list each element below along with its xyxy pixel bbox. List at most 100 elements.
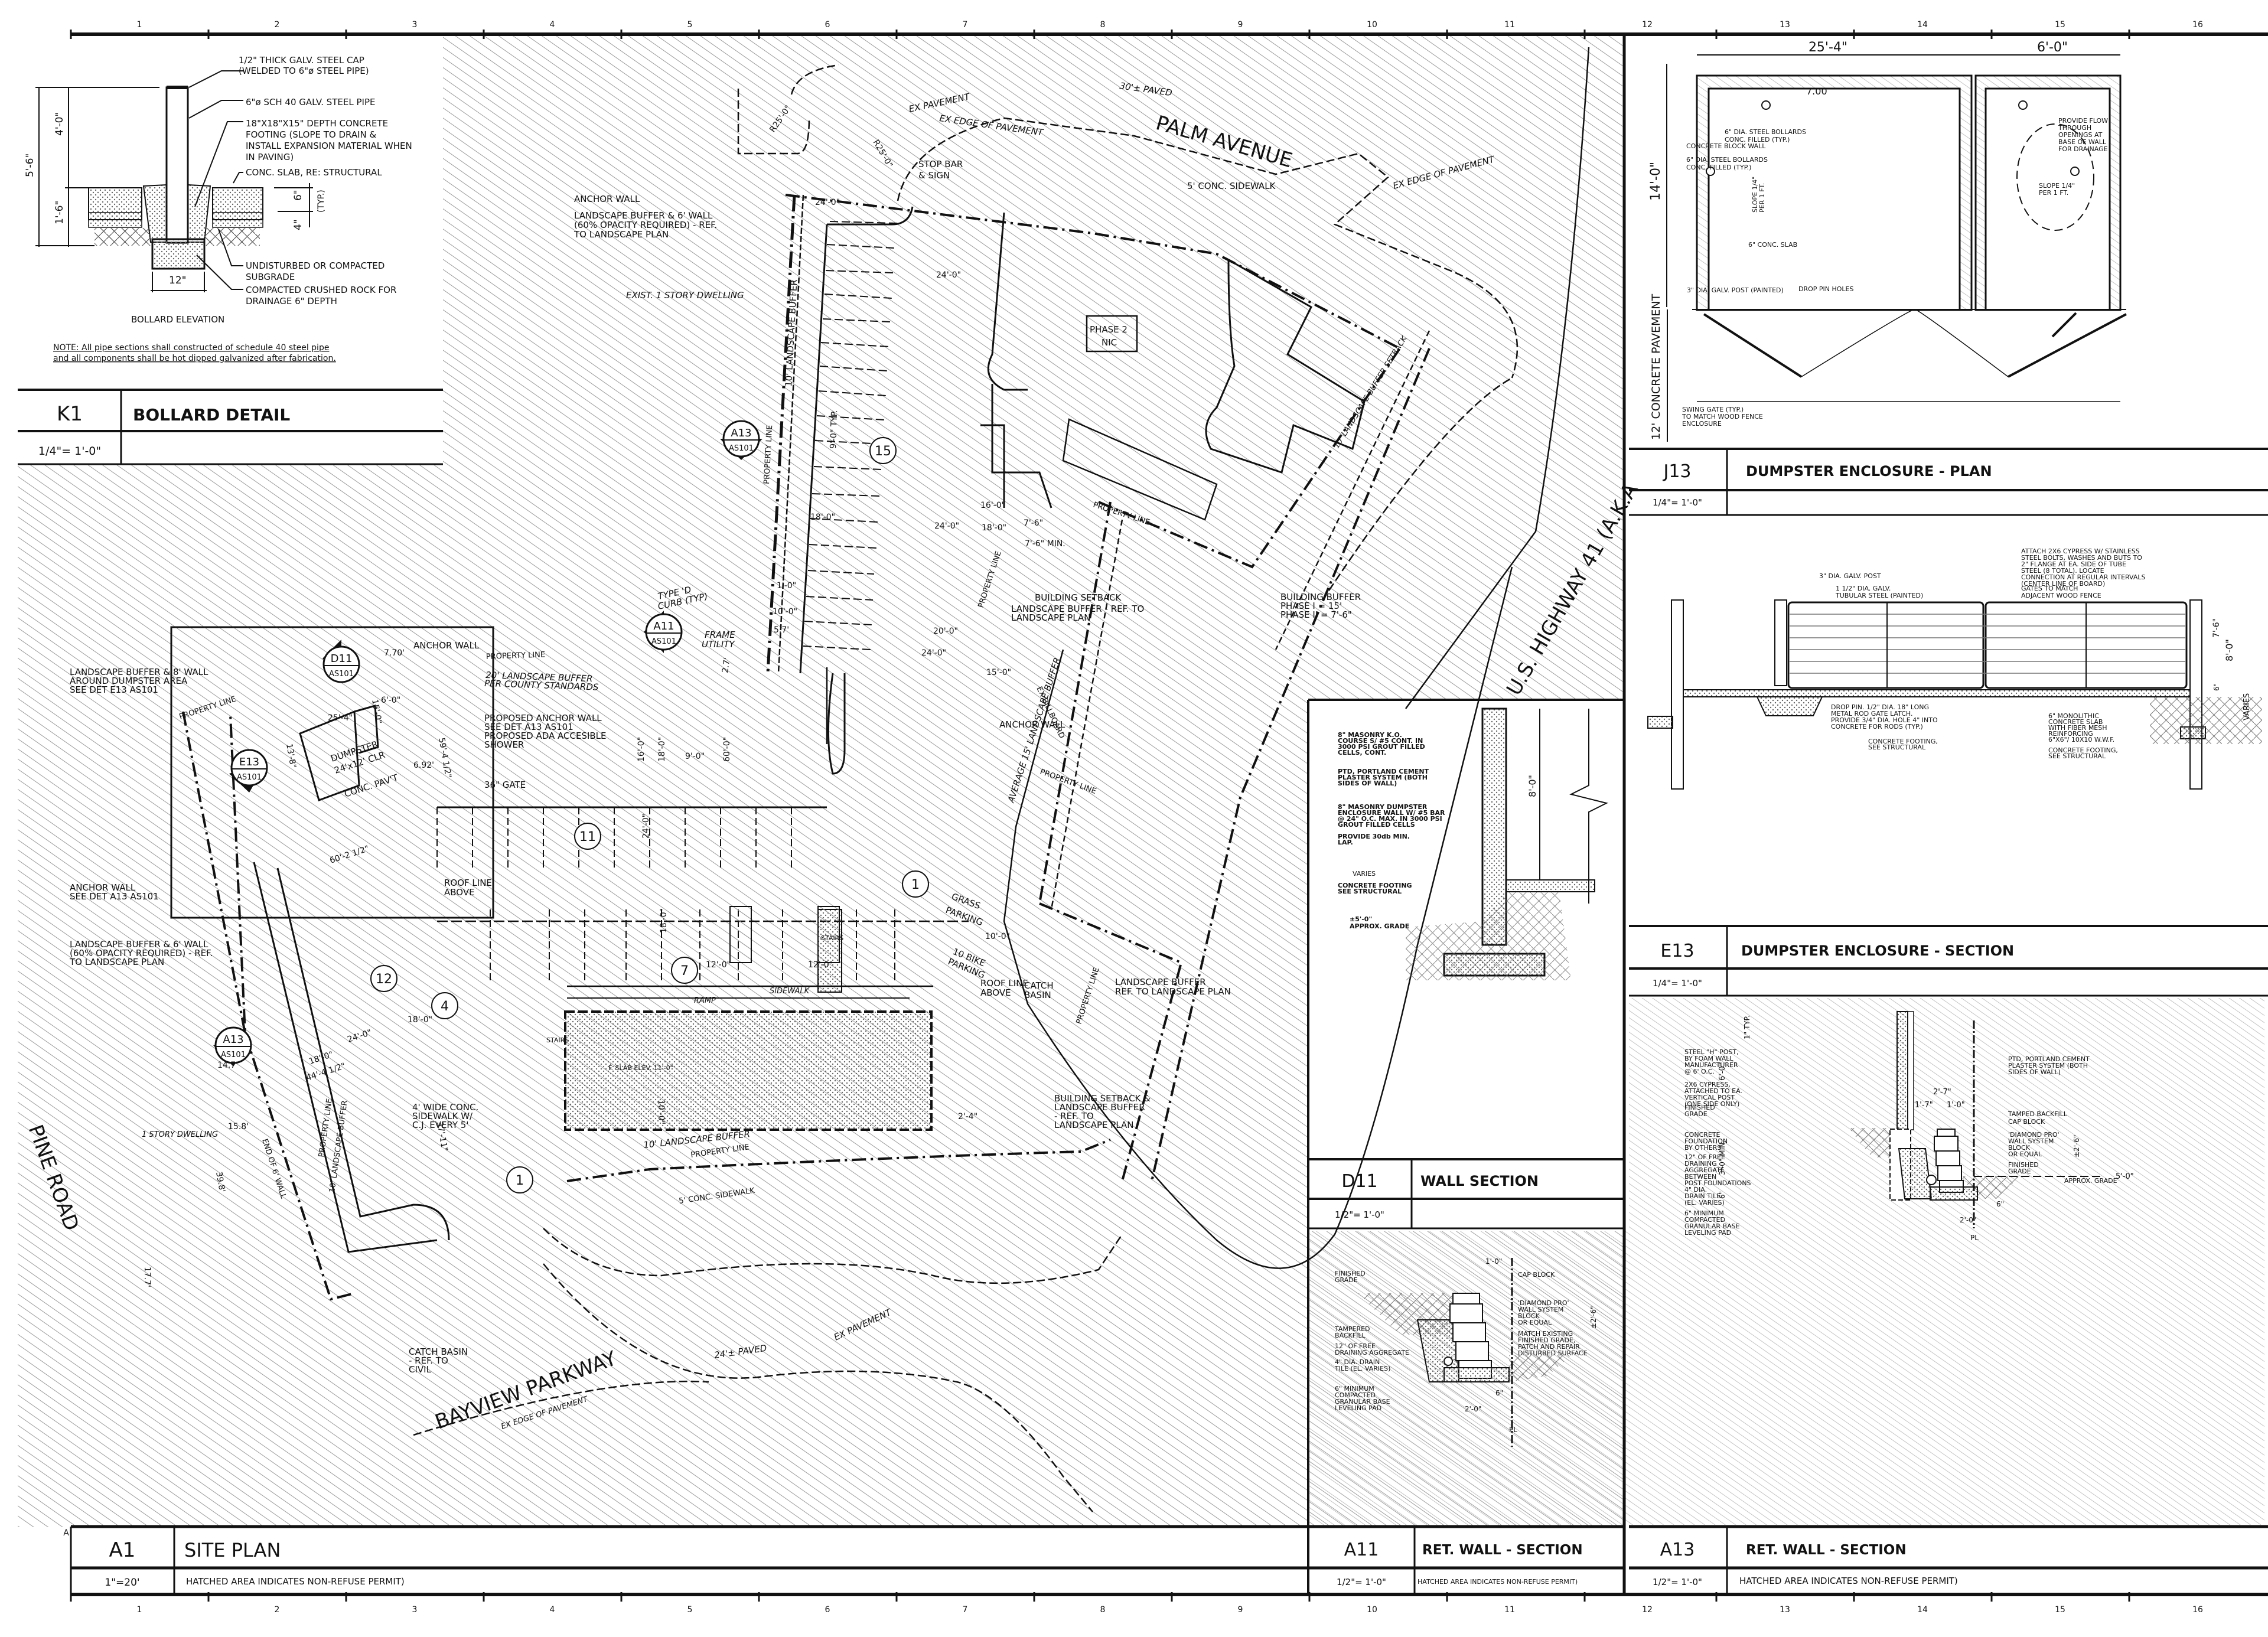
a11-title-block: A11 RET. WALL - SECTION 1/2"= 1'-0" HATC… bbox=[1308, 1525, 1624, 1587]
svg-text:SEE DET E13 AS101: SEE DET E13 AS101 bbox=[70, 684, 158, 695]
svg-text:18'-0": 18'-0" bbox=[657, 737, 667, 762]
svg-text:AGGREGATE: AGGREGATE bbox=[1684, 1166, 1725, 1174]
svg-text:8: 8 bbox=[1100, 1605, 1106, 1615]
svg-text:9'-0" TYP.: 9'-0" TYP. bbox=[829, 410, 839, 449]
svg-text:PROVIDE FLOW: PROVIDE FLOW bbox=[2058, 117, 2108, 125]
j13-dumpster-plan: 25'-4" 6'-0" 14'-0" 12' CONCRETE PAVEMEN… bbox=[1648, 40, 2127, 442]
a11-ret-wall-section: FINISHED GRADE CAP BLOCK 'DIAMOND PRO' W… bbox=[1334, 1257, 1598, 1447]
svg-text:BY FOAM WALL: BY FOAM WALL bbox=[1684, 1055, 1733, 1062]
svg-text:GATES TO MATCH: GATES TO MATCH bbox=[2021, 585, 2078, 592]
svg-text:12" OF FREE: 12" OF FREE bbox=[1684, 1153, 1725, 1161]
svg-text:APPROX. GRADE: APPROX. GRADE bbox=[1350, 922, 1409, 930]
svg-text:14: 14 bbox=[1917, 1605, 1928, 1615]
svg-text:UNDISTURBED OR COMPACTED: UNDISTURBED OR COMPACTED bbox=[246, 260, 384, 271]
svg-text:16: 16 bbox=[2192, 20, 2203, 30]
svg-text:DRAINAGE 6" DEPTH: DRAINAGE 6" DEPTH bbox=[246, 296, 337, 306]
svg-text:1'-0": 1'-0" bbox=[1947, 1101, 1965, 1110]
svg-text:WALL SYSTEM: WALL SYSTEM bbox=[2008, 1137, 2054, 1145]
detail-tag-a11[interactable]: A11 AS101 bbox=[644, 611, 683, 653]
svg-text:PL: PL bbox=[1970, 1234, 1979, 1242]
svg-text:1/2"= 1'-0": 1/2"= 1'-0" bbox=[1337, 1577, 1386, 1587]
svg-text:E13: E13 bbox=[239, 756, 259, 768]
svg-text:LANDSCAPE BUFFER: LANDSCAPE BUFFER bbox=[1054, 1102, 1145, 1113]
svg-text:9: 9 bbox=[1238, 20, 1243, 30]
svg-text:15.8': 15.8' bbox=[228, 1122, 249, 1131]
svg-text:6"X6"/ 10X10 W.W.F.: 6"X6"/ 10X10 W.W.F. bbox=[2048, 736, 2114, 744]
svg-text:4' WIDE CONC.: 4' WIDE CONC. bbox=[412, 1102, 478, 1113]
svg-text:1'-6": 1'-6" bbox=[54, 201, 66, 224]
detail-tag-d11[interactable]: D11 AS101 bbox=[322, 640, 360, 683]
svg-text:1/4"= 1'-0": 1/4"= 1'-0" bbox=[1653, 497, 1702, 508]
svg-text:TO LANDSCAPE PLAN: TO LANDSCAPE PLAN bbox=[573, 229, 669, 240]
svg-text:GRADE: GRADE bbox=[1684, 1110, 1707, 1118]
svg-text:PHASE II = 7'-6": PHASE II = 7'-6" bbox=[1280, 609, 1352, 620]
svg-text:11: 11 bbox=[579, 830, 596, 844]
detail-tag-e13[interactable]: E13 AS101 bbox=[229, 749, 268, 793]
svg-text:6'-0": 6'-0" bbox=[381, 696, 400, 705]
svg-text:7: 7 bbox=[963, 20, 968, 30]
svg-text:7'-6": 7'-6" bbox=[1024, 519, 1043, 528]
svg-text:2X6 CYPRESS,: 2X6 CYPRESS, bbox=[1684, 1081, 1731, 1088]
svg-text:CATCH BASIN: CATCH BASIN bbox=[409, 1346, 468, 1357]
j13-title-block: J13 DUMPSTER ENCLOSURE - PLAN 1/4"= 1'-0… bbox=[1629, 448, 2268, 516]
svg-text:CIVIL: CIVIL bbox=[409, 1364, 432, 1375]
svg-text:16'-0": 16'-0" bbox=[637, 737, 646, 762]
svg-text:7'-6": 7'-6" bbox=[2212, 618, 2221, 638]
svg-text:AROUND DUMPSTER AREA: AROUND DUMPSTER AREA bbox=[70, 676, 188, 686]
svg-text:CAP BLOCK: CAP BLOCK bbox=[1518, 1271, 1555, 1279]
svg-text:2" FLANGE AT EA. SIDE OF TUBE: 2" FLANGE AT EA. SIDE OF TUBE bbox=[2021, 560, 2126, 568]
svg-text:7.70': 7.70' bbox=[384, 648, 405, 658]
svg-text:A11: A11 bbox=[1344, 1540, 1379, 1560]
svg-text:STEEL BOLTS, WASHES AND BUTS T: STEEL BOLTS, WASHES AND BUTS TO bbox=[2021, 554, 2142, 562]
svg-text:BLOCK: BLOCK bbox=[2008, 1144, 2031, 1152]
svg-text:5' CONC. SIDEWALK: 5' CONC. SIDEWALK bbox=[1187, 181, 1276, 191]
svg-text:AS101: AS101 bbox=[329, 670, 354, 679]
svg-text:OR EQUAL: OR EQUAL bbox=[1518, 1319, 1552, 1326]
svg-text:6": 6" bbox=[2212, 683, 2221, 691]
svg-text:PROVIDE 30db MIN.: PROVIDE 30db MIN. bbox=[1338, 833, 1410, 840]
svg-text:18'-0": 18'-0" bbox=[659, 908, 669, 933]
svg-text:CATCH: CATCH bbox=[1024, 980, 1054, 991]
svg-text:8" MASONRY K.O.: 8" MASONRY K.O. bbox=[1338, 731, 1402, 739]
svg-text:12" OF FREE: 12" OF FREE bbox=[1335, 1342, 1376, 1350]
svg-text:STEEL "H" POST,: STEEL "H" POST, bbox=[1684, 1048, 1739, 1056]
svg-text:7: 7 bbox=[680, 964, 689, 979]
svg-text:A13: A13 bbox=[731, 427, 751, 439]
svg-text:24'-0": 24'-0" bbox=[641, 814, 651, 839]
svg-text:UTILITY: UTILITY bbox=[702, 639, 736, 650]
svg-text:D11: D11 bbox=[331, 653, 353, 665]
svg-text:6: 6 bbox=[825, 1605, 830, 1615]
a13-title-block: A13 RET. WALL - SECTION 1/2"= 1'-0" HATC… bbox=[1629, 1525, 2268, 1594]
svg-text:14'-0": 14'-0" bbox=[1648, 162, 1663, 201]
svg-text:6"ø SCH 40 GALV. STEEL PIPE: 6"ø SCH 40 GALV. STEEL PIPE bbox=[246, 97, 376, 107]
svg-text:12' CONCRETE PAVEMENT: 12' CONCRETE PAVEMENT bbox=[1650, 294, 1663, 440]
svg-text:DRAIN TILE: DRAIN TILE bbox=[1684, 1192, 1720, 1200]
svg-text:PTD, PORTLAND CEMENT: PTD, PORTLAND CEMENT bbox=[2008, 1055, 2090, 1063]
svg-text:ANCHOR WALL: ANCHOR WALL bbox=[999, 719, 1065, 730]
svg-text:(ONE SIDE ONLY): (ONE SIDE ONLY) bbox=[1684, 1100, 1739, 1108]
svg-text:TILE (EL. VARIES): TILE (EL. VARIES) bbox=[1334, 1365, 1390, 1372]
svg-text:24'-0": 24'-0" bbox=[815, 198, 840, 207]
svg-text:TO LANDSCAPE PLAN: TO LANDSCAPE PLAN bbox=[69, 957, 164, 967]
svg-text:TUBULAR STEEL (PAINTED): TUBULAR STEEL (PAINTED) bbox=[1835, 592, 1923, 599]
detail-tag-a13-west[interactable]: A13 AS101 bbox=[213, 1026, 252, 1067]
svg-text:6.92': 6.92' bbox=[413, 761, 434, 770]
svg-text:CAP BLOCK: CAP BLOCK bbox=[2008, 1118, 2045, 1126]
d11-title-block: D11 WALL SECTION 1/2"= 1'-0" bbox=[1308, 1158, 1624, 1230]
svg-text:1"=20': 1"=20' bbox=[105, 1577, 139, 1589]
svg-text:CONCRETE BLOCK WALL: CONCRETE BLOCK WALL bbox=[1686, 142, 1766, 150]
svg-text:ENCLOSURE WALL W/ #5 BAR: ENCLOSURE WALL W/ #5 BAR bbox=[1338, 809, 1445, 817]
svg-text:BLOCK: BLOCK bbox=[1518, 1312, 1540, 1320]
svg-text:10'-0": 10'-0" bbox=[773, 607, 797, 617]
svg-text:18'-0": 18'-0" bbox=[982, 523, 1006, 533]
svg-text:BASE OF WALL: BASE OF WALL bbox=[2058, 138, 2107, 146]
svg-text:ROOF LINE: ROOF LINE bbox=[980, 978, 1028, 989]
svg-text:5.7': 5.7' bbox=[774, 625, 789, 635]
svg-text:A1: A1 bbox=[109, 1538, 136, 1562]
svg-text:LANDSCAPE BUFFER: LANDSCAPE BUFFER bbox=[1115, 977, 1206, 987]
svg-text:VERTICAL POST: VERTICAL POST bbox=[1684, 1094, 1735, 1101]
svg-text:1 1/2" DIA. GALV.: 1 1/2" DIA. GALV. bbox=[1836, 585, 1891, 592]
svg-text:5'-0": 5'-0" bbox=[2116, 1172, 2134, 1181]
svg-text:(WELDED TO 6"ø STEEL PIPE): (WELDED TO 6"ø STEEL PIPE) bbox=[239, 66, 369, 76]
detail-tag-a13-north[interactable]: A13 AS101 bbox=[720, 420, 762, 460]
